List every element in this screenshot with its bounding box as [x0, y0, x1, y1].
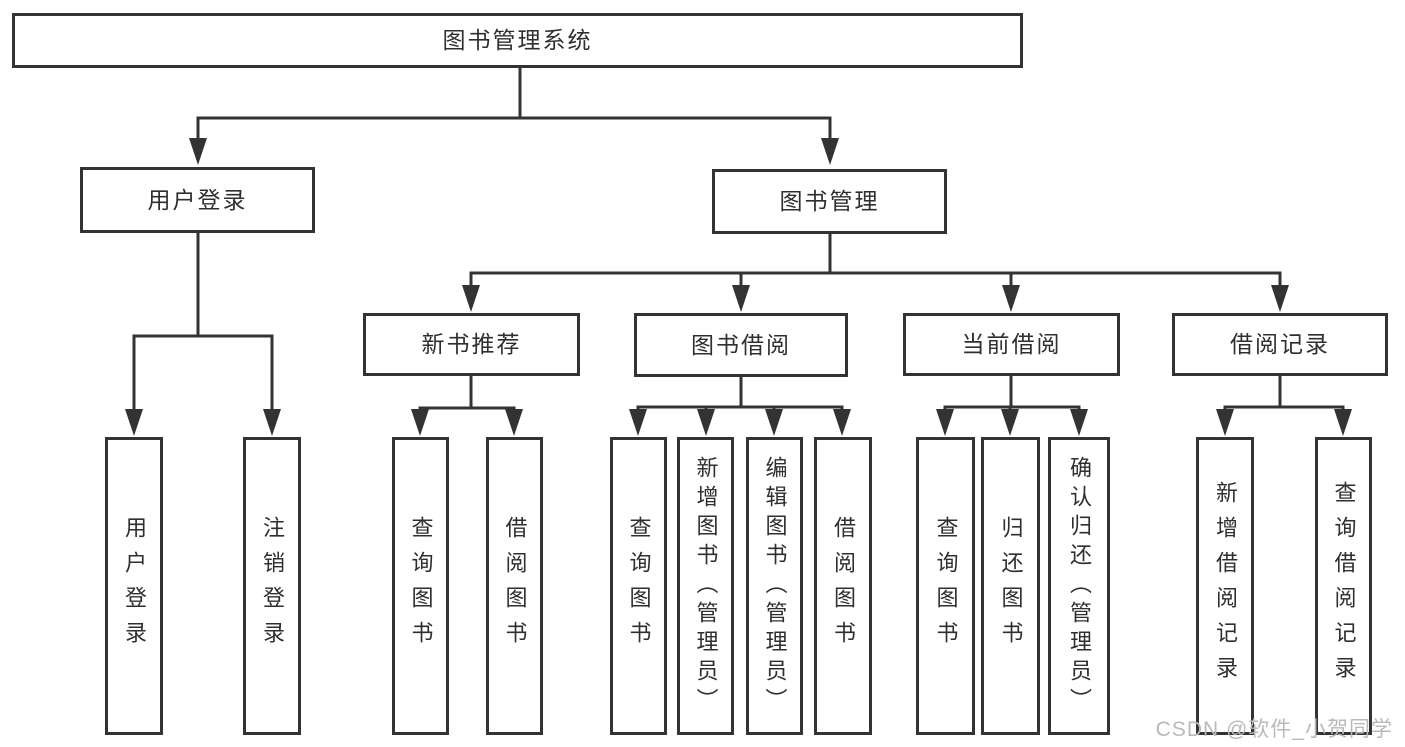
node-leaf-query-book-borrowing: 查询图书: [610, 437, 667, 735]
node-label: 查询借阅记录: [1331, 481, 1357, 691]
node-label: 用户登录: [147, 186, 248, 213]
arrowhead-icon: [697, 409, 715, 436]
watermark: CSDN @软件_小贺同学: [1155, 718, 1393, 741]
arrowhead-icon: [1216, 409, 1234, 436]
node-label: 查询图书: [408, 516, 434, 656]
node-book-management: 图书管理: [712, 169, 947, 234]
node-user-login: 用户登录: [80, 167, 315, 233]
arrowhead-icon: [462, 285, 480, 312]
node-label: 图书管理系统: [442, 27, 593, 53]
node-leaf-borrow-book-borrowing: 借阅图书: [814, 437, 872, 735]
arrowhead-icon: [1002, 285, 1020, 312]
node-leaf-add-borrow-record: 新增借阅记录: [1196, 437, 1254, 735]
node-label: 借阅图书: [502, 516, 528, 656]
arrowhead-icon: [936, 409, 954, 436]
node-leaf-query-book-current: 查询图书: [916, 437, 975, 735]
node-label: 图书管理: [779, 188, 880, 214]
node-label: 图书借阅: [691, 331, 791, 358]
arrowhead-icon: [765, 409, 783, 436]
node-leaf-confirm-return-admin: 确认归还（管理员）: [1048, 437, 1110, 735]
arrowhead-icon: [1001, 409, 1019, 436]
node-leaf-return-book: 归还图书: [981, 437, 1040, 735]
arrowhead-icon: [1271, 285, 1289, 312]
arrowhead-icon: [821, 138, 839, 165]
node-label: 新书推荐: [421, 331, 522, 357]
arrowhead-icon: [1334, 409, 1352, 436]
arrowhead-icon: [189, 138, 207, 165]
node-label: 当前借阅: [961, 331, 1062, 357]
node-label: 确认归还（管理员）: [1067, 455, 1092, 717]
node-leaf-borrow-book-recommend: 借阅图书: [486, 437, 543, 735]
node-label: 编辑图书（管理员）: [762, 455, 788, 717]
arrowhead-icon: [732, 285, 750, 312]
arrowhead-icon: [833, 409, 851, 436]
arrowhead-icon: [1070, 409, 1088, 436]
node-leaf-logout: 注销登录: [243, 437, 301, 735]
node-borrowing-records: 借阅记录: [1172, 313, 1388, 376]
node-label: 查询图书: [626, 516, 652, 656]
node-new-book-recommend: 新书推荐: [363, 313, 580, 376]
node-leaf-add-book-admin: 新增图书（管理员）: [677, 437, 734, 735]
node-current-borrowing: 当前借阅: [903, 313, 1120, 376]
node-leaf-query-borrow-record: 查询借阅记录: [1315, 437, 1372, 735]
node-label: 新增借阅记录: [1213, 481, 1238, 691]
node-label: 借阅图书: [831, 516, 856, 656]
arrowhead-icon: [125, 409, 143, 436]
node-leaf-user-login: 用户登录: [105, 437, 163, 735]
node-book-borrowing: 图书借阅: [634, 313, 848, 377]
node-label: 注销登录: [260, 516, 285, 656]
node-label: 查询图书: [933, 516, 959, 656]
arrowhead-icon: [411, 409, 429, 436]
node-root: 图书管理系统: [12, 13, 1023, 68]
node-leaf-query-book-recommend: 查询图书: [392, 437, 449, 735]
arrowhead-icon: [629, 409, 647, 436]
node-label: 用户登录: [122, 516, 147, 656]
arrowhead-icon: [505, 409, 523, 436]
node-label: 借阅记录: [1230, 331, 1330, 357]
node-label: 新增图书（管理员）: [693, 455, 719, 717]
arrowhead-icon: [263, 409, 281, 436]
node-label: 归还图书: [998, 516, 1024, 656]
node-leaf-edit-book-admin: 编辑图书（管理员）: [746, 437, 803, 735]
